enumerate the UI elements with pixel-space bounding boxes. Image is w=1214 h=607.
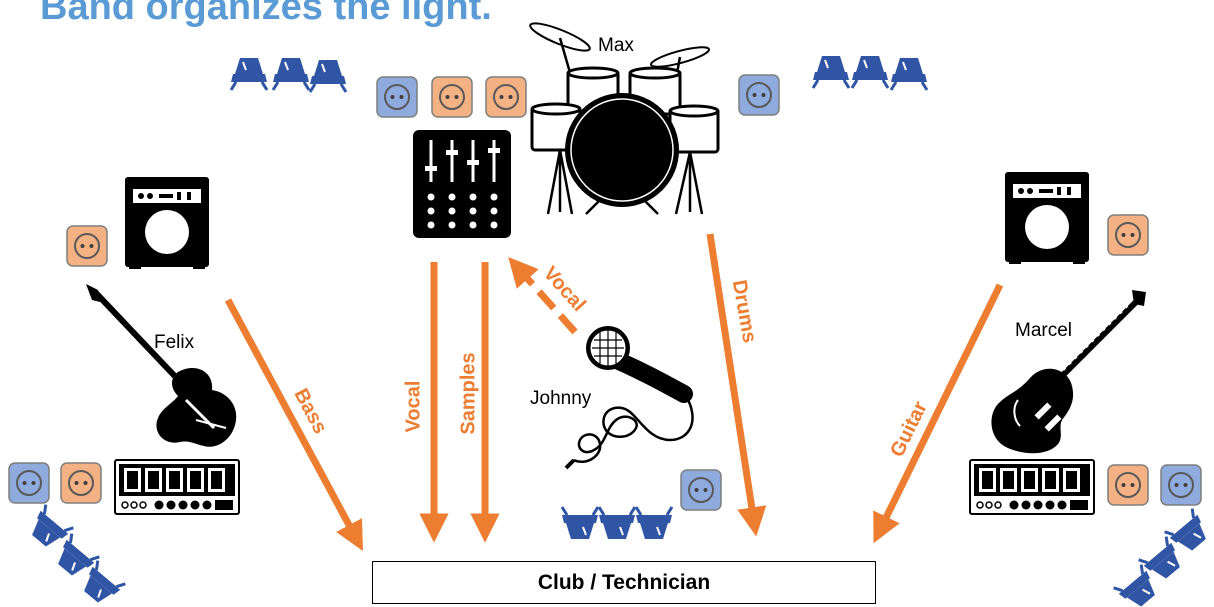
bass-guitar-icon <box>86 284 237 447</box>
destination-box: Club / Technician <box>372 561 876 604</box>
amplifier-icon <box>125 177 209 269</box>
samples-label: Samples <box>457 352 480 435</box>
stage-light-icon <box>597 505 637 541</box>
pedalboard-icon <box>969 459 1095 515</box>
drummer-name: Max <box>598 35 634 56</box>
power-socket-icon <box>431 76 473 118</box>
power-socket-icon <box>60 462 102 504</box>
bass-signal-arrow <box>224 298 363 551</box>
drum-kit-icon <box>529 22 720 215</box>
power-socket-icon <box>1107 214 1149 256</box>
mic-to-mixer-arrow <box>508 257 578 335</box>
power-socket-icon <box>8 462 50 504</box>
microphone-icon <box>564 326 694 470</box>
stage-light-icon <box>75 559 127 607</box>
stage-lights-bottom-center <box>560 505 674 541</box>
power-socket-icon <box>485 76 527 118</box>
stage-lights-bottom-left <box>23 503 127 607</box>
drums-signal-arrow <box>706 233 767 537</box>
stage-light-icon <box>308 58 348 94</box>
power-socket-icon <box>1107 464 1149 506</box>
stage-lights-top-left <box>229 56 348 94</box>
vocal-desk-label: Vocal <box>402 380 425 433</box>
power-socket-icon <box>680 469 722 511</box>
page-title: Band organizes the light. <box>40 0 492 28</box>
bassist-name: Felix <box>154 332 195 353</box>
power-socket-icon <box>66 225 108 267</box>
stage-lights-top-right <box>811 54 929 92</box>
stage-light-icon <box>560 505 600 541</box>
amplifier-icon <box>1005 172 1089 264</box>
destination-label: Club / Technician <box>537 570 711 594</box>
power-socket-icon <box>1160 464 1202 506</box>
stage-light-icon <box>229 56 269 92</box>
mixer-icon <box>413 130 511 238</box>
pedalboard-icon <box>114 459 240 515</box>
singer-name: Johnny <box>530 388 592 409</box>
stage-light-icon <box>850 54 890 90</box>
stage-light-icon <box>271 56 311 92</box>
stage-light-icon <box>889 56 929 92</box>
stage-light-icon <box>634 505 674 541</box>
power-socket-icon <box>376 76 418 118</box>
stage-lights-bottom-right <box>1112 507 1214 607</box>
power-socket-icon <box>738 74 780 116</box>
guitar-signal-arrow <box>873 283 1004 544</box>
electric-guitar-icon <box>991 290 1146 454</box>
guitarist-name: Marcel <box>1015 320 1073 341</box>
stage-light-icon <box>811 54 851 90</box>
